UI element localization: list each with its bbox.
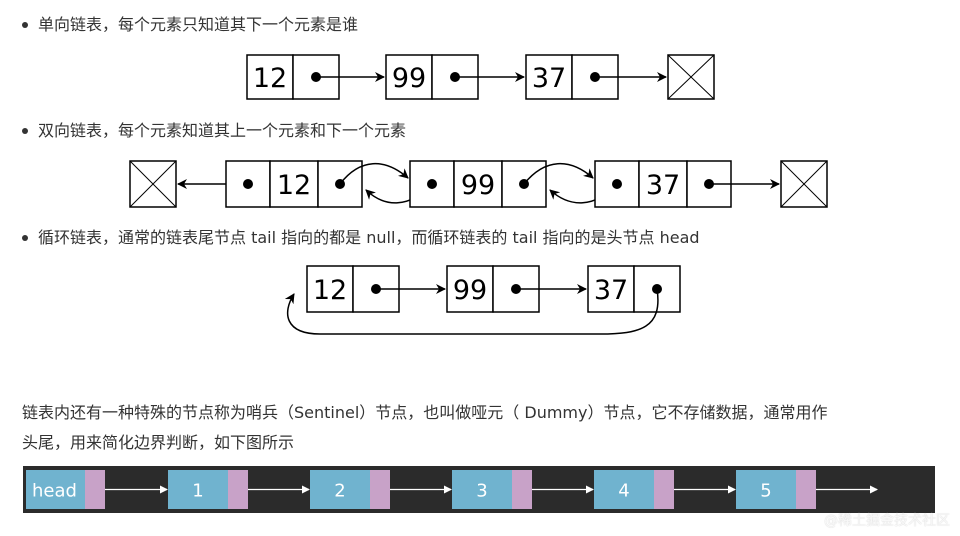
doubly-next-arrow-1 bbox=[339, 163, 409, 185]
null-terminator-left-icon bbox=[129, 160, 177, 208]
null-terminator-right-icon bbox=[780, 160, 828, 208]
sentinel-node-3-pointer-cell bbox=[512, 470, 532, 509]
sentinel-node-1-label: 1 bbox=[192, 481, 203, 502]
sentinel-node-5-label: 5 bbox=[760, 481, 771, 502]
sentinel-node-1-value-cell bbox=[168, 470, 228, 509]
sentinel-node-4-value-cell bbox=[594, 470, 654, 509]
circular-node-2-value: 99 bbox=[453, 275, 487, 306]
sentinel-node-5-value-cell bbox=[736, 470, 796, 509]
sentinel-node-4-pointer-cell bbox=[654, 470, 674, 509]
doubly-node-1: 12 bbox=[225, 160, 363, 208]
doubly-node-2-value: 99 bbox=[461, 170, 495, 201]
watermark: @稀土掘金技术社区 bbox=[824, 513, 950, 529]
bullet-singly-linked-list: 单向链表，每个元素只知道其下一个元素是谁 bbox=[21, 15, 359, 34]
sentinel-head-node-value-cell bbox=[26, 470, 85, 509]
bullet-doubly-linked-list: 双向链表，每个元素知道其上一个元素和下一个元素 bbox=[21, 121, 407, 140]
sentinel-node-3-value-cell bbox=[452, 470, 512, 509]
doubly-node-1-value: 12 bbox=[277, 170, 311, 201]
sentinel-node-1-pointer-cell bbox=[228, 470, 248, 509]
null-terminator-icon bbox=[667, 54, 715, 100]
sentinel-node-2-pointer-cell bbox=[370, 470, 390, 509]
sentinel-node-2: 2 bbox=[310, 470, 390, 509]
circular-node-3-value: 37 bbox=[594, 275, 628, 306]
sentinel-head-node: head bbox=[26, 470, 105, 509]
sentinel-description: 链表内还有一种特殊的节点称为哨兵（Sentinel）节点，也叫做哑元（ Dumm… bbox=[22, 398, 942, 458]
singly-node-2-value: 99 bbox=[392, 63, 426, 94]
singly-node-1-value: 12 bbox=[253, 63, 287, 94]
sentinel-node-2-label: 2 bbox=[334, 481, 345, 502]
bullet-circular-linked-list: 循环链表，通常的链表尾节点 tail 指向的都是 null，而循环链表的 tai… bbox=[22, 228, 700, 247]
singly-node-3-value: 37 bbox=[532, 63, 566, 94]
sentinel-node-4-label: 4 bbox=[618, 481, 629, 502]
sentinel-node-5-pointer-cell bbox=[796, 470, 816, 509]
sentinel-description-line-2: 头尾，用来简化边界判断，如下图所示 bbox=[22, 433, 295, 452]
sentinel-node-5: 5 bbox=[736, 470, 816, 509]
sentinel-description-line-1: 链表内还有一种特殊的节点称为哨兵（Sentinel）节点，也叫做哑元（ Dumm… bbox=[22, 403, 828, 422]
sentinel-node-3: 3 bbox=[452, 470, 532, 509]
sentinel-head-node-pointer-cell bbox=[85, 470, 105, 509]
sentinel-head-node-label: head bbox=[32, 481, 77, 502]
singly-linked-list-diagram: 12 99 37 bbox=[246, 54, 715, 100]
sentinel-node-2-value-cell bbox=[310, 470, 370, 509]
sentinel-node-1: 1 bbox=[168, 470, 248, 509]
doubly-node-3-value: 37 bbox=[646, 170, 680, 201]
doubly-linked-list-diagram: 12 99 37 bbox=[129, 160, 828, 208]
sentinel-node-4: 4 bbox=[594, 470, 674, 509]
circular-linked-list-diagram: 12 99 37 bbox=[284, 265, 681, 335]
sentinel-node-3-label: 3 bbox=[476, 481, 487, 502]
circular-back-arrow bbox=[284, 288, 659, 335]
doubly-next-arrow-2 bbox=[523, 163, 594, 185]
doubly-node-3: 37 bbox=[594, 160, 732, 208]
circular-node-1-value: 12 bbox=[313, 275, 347, 306]
